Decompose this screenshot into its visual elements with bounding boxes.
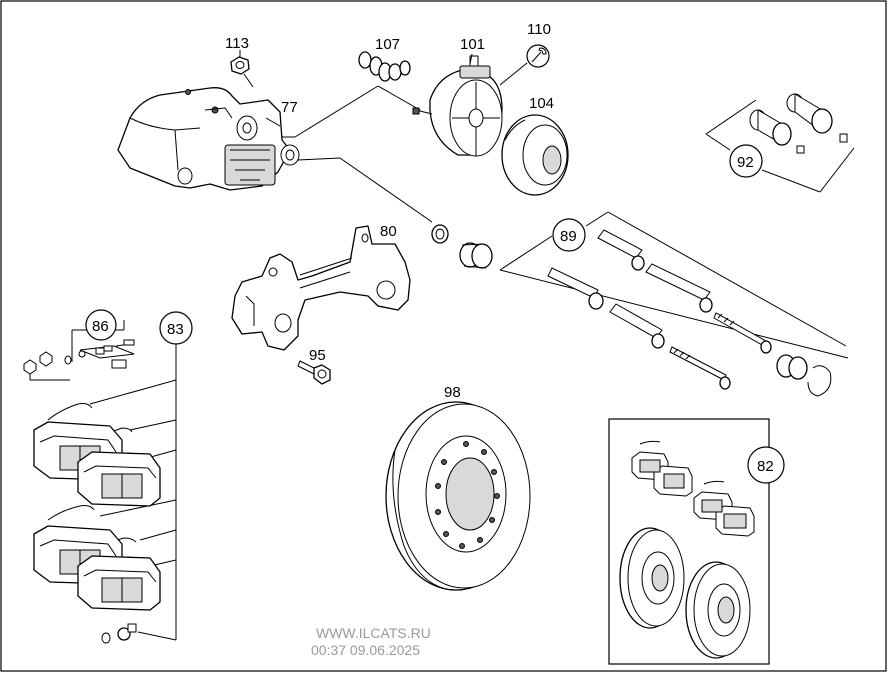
part-98-brake-disc[interactable] xyxy=(385,401,531,591)
watermark-site: WWW.ILCATS.RU xyxy=(316,625,431,641)
watermark-timestamp: 00:37 09.06.2025 xyxy=(311,642,420,658)
part-107-boots[interactable] xyxy=(358,51,411,82)
label-107: 107 xyxy=(375,36,400,53)
part-77-caliper[interactable] xyxy=(117,87,300,191)
part-83-brake-pads[interactable] xyxy=(33,344,177,644)
part-104-cap[interactable] xyxy=(501,114,569,196)
callout-83 xyxy=(159,311,193,345)
part-seal-boots[interactable] xyxy=(431,224,493,269)
callout-86 xyxy=(85,309,117,341)
label-83: 83 xyxy=(167,321,184,338)
callout-89 xyxy=(552,218,586,252)
part-92-kit[interactable] xyxy=(705,93,855,193)
part-113-nut[interactable] xyxy=(230,50,254,88)
label-82: 82 xyxy=(757,458,774,475)
label-104: 104 xyxy=(529,95,554,112)
callout-82 xyxy=(747,446,785,484)
part-86-hardware[interactable] xyxy=(23,320,135,381)
wrench-icon xyxy=(526,44,550,68)
part-89-pins[interactable] xyxy=(499,211,849,397)
part-101-actuator[interactable] xyxy=(412,55,503,157)
part-80-carrier[interactable] xyxy=(231,225,411,351)
disc-bolt-holes xyxy=(435,441,500,549)
label-101: 101 xyxy=(460,36,485,53)
label-110: 110 xyxy=(527,21,551,38)
label-80: 80 xyxy=(380,223,397,240)
label-95: 95 xyxy=(309,347,326,364)
label-98: 98 xyxy=(444,384,461,401)
part-95-bolt[interactable] xyxy=(297,360,331,385)
callout-92 xyxy=(729,144,763,178)
part-82-kit-box[interactable] xyxy=(608,418,770,665)
label-113: 113 xyxy=(225,35,249,52)
label-92: 92 xyxy=(737,154,754,171)
label-86: 86 xyxy=(92,318,109,335)
label-89: 89 xyxy=(560,228,577,245)
label-77: 77 xyxy=(281,99,298,116)
